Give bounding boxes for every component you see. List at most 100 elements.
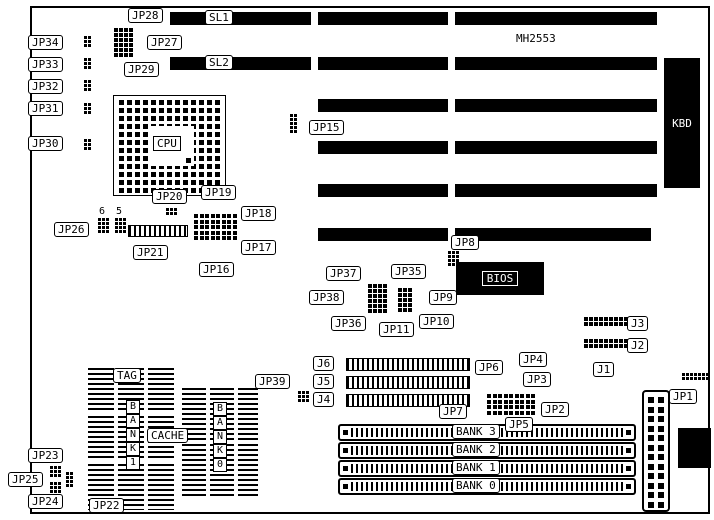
- label-jp7: JP7: [439, 404, 467, 419]
- label-jp36: JP36: [331, 316, 366, 331]
- bank0-vertical-letter: K: [213, 444, 227, 458]
- jp1-jumper: [682, 373, 709, 380]
- slot-bar: [318, 228, 448, 241]
- bios-label: BIOS: [481, 271, 519, 286]
- jp26-pin6-number: 6: [99, 206, 106, 217]
- label-tag: TAG: [113, 368, 141, 383]
- sram-chip: [148, 368, 174, 412]
- label-jp22: JP22: [89, 498, 124, 513]
- label-jp20: JP20: [152, 189, 187, 204]
- label-jp38: JP38: [309, 290, 344, 305]
- jp26-jumper-5: [115, 218, 126, 233]
- label-jp34: JP34: [28, 35, 63, 50]
- label-j1: J1: [593, 362, 615, 377]
- bios-chip: BIOS: [456, 262, 544, 295]
- slot-bar: [318, 141, 448, 154]
- label-jp33: JP33: [28, 57, 63, 72]
- label-jp17: JP17: [241, 240, 276, 255]
- j1-edge-connector: [642, 390, 670, 512]
- board-model: MH2553: [516, 32, 556, 45]
- label-jp10: JP10: [419, 314, 454, 329]
- jp15-jumper: [290, 114, 297, 133]
- cpu-socket: CPU: [113, 95, 226, 196]
- slot-bar: [318, 99, 448, 112]
- label-j3: J3: [627, 316, 649, 331]
- label-jp4: JP4: [519, 352, 547, 367]
- label-jp11: JP11: [379, 322, 414, 337]
- label-jp3: JP3: [523, 372, 551, 387]
- bank1-vertical-letter: B: [126, 400, 140, 414]
- slot-bar: [318, 12, 448, 25]
- label-j6: J6: [313, 356, 335, 371]
- label-jp30: JP30: [28, 136, 63, 151]
- sram-chip: [238, 444, 258, 498]
- jp25-jumper: [50, 482, 61, 493]
- sram-chip: [88, 368, 114, 412]
- bank1-vertical-letter: K: [126, 442, 140, 456]
- slot-bar: [170, 12, 311, 25]
- jp30-jumper: [84, 139, 91, 150]
- label-jp27: JP27: [147, 35, 182, 50]
- jp16-jp19-jumper-block: [194, 214, 237, 240]
- j1-pin-grid: [648, 397, 664, 508]
- j6-header: [346, 358, 470, 371]
- jp26-pin5-number: 5: [116, 206, 123, 217]
- jp26-jumper-6: [98, 218, 109, 233]
- label-jp37: JP37: [326, 266, 361, 281]
- jp2-jp7-jumper-block: [487, 394, 535, 415]
- bank1-vertical-letter: A: [126, 414, 140, 428]
- label-jp19: JP19: [201, 185, 236, 200]
- label-jp35: JP35: [391, 264, 426, 279]
- label-j2: J2: [627, 338, 649, 353]
- bank0-vertical-letter: B: [213, 402, 227, 416]
- jp33-jumper: [84, 58, 91, 69]
- jp34-jumper: [84, 36, 91, 47]
- label-bank3: BANK 3: [452, 424, 500, 439]
- label-jp24: JP24: [28, 494, 63, 509]
- keyboard-connector: KBD: [664, 58, 700, 188]
- jp31-jumper: [84, 103, 91, 114]
- label-jp29: JP29: [124, 62, 159, 77]
- jp32-jumper: [84, 80, 91, 91]
- jp23-jumper: [50, 466, 61, 477]
- slot-bar: [455, 12, 657, 25]
- slot-bar: [455, 99, 657, 112]
- bank1-vertical-letter: 1: [126, 456, 140, 470]
- slot-bar: [455, 57, 657, 70]
- label-jp31: JP31: [28, 101, 63, 116]
- label-jp23: JP23: [28, 448, 63, 463]
- jp8-jumper: [448, 251, 459, 266]
- label-jp6: JP6: [475, 360, 503, 375]
- cpu-label: CPU: [153, 136, 181, 151]
- bank0-vertical-letter: A: [213, 416, 227, 430]
- j5-header: [346, 376, 470, 389]
- j4-header: [346, 394, 470, 407]
- slot-bar: [455, 228, 651, 241]
- label-jp25: JP25: [8, 472, 43, 487]
- slot-bar: [455, 184, 657, 197]
- label-j4: J4: [313, 392, 335, 407]
- j2-header: [584, 339, 628, 348]
- jp24-jumper: [66, 472, 73, 487]
- label-jp8: JP8: [451, 235, 479, 250]
- jp9-jp11-jumper-block: [398, 288, 412, 312]
- kbd-label: KBD: [672, 116, 692, 130]
- label-bank0: BANK 0: [452, 478, 500, 493]
- jp39-jumper: [298, 391, 309, 402]
- label-jp26: JP26: [54, 222, 89, 237]
- label-jp28: JP28: [128, 8, 163, 23]
- jp28-jumper-block: [114, 28, 133, 57]
- label-jp32: JP32: [28, 79, 63, 94]
- label-jp2: JP2: [541, 402, 569, 417]
- label-jp39: JP39: [255, 374, 290, 389]
- jp21-header: [128, 225, 188, 237]
- label-jp5: JP5: [505, 417, 533, 432]
- sram-chip: [182, 444, 206, 498]
- cpu-socket-center: CPU: [148, 126, 194, 166]
- bank0-vertical-letter: N: [213, 430, 227, 444]
- label-j5: J5: [313, 374, 335, 389]
- label-jp16: JP16: [199, 262, 234, 277]
- label-bank1: BANK 1: [452, 460, 500, 475]
- bank0-vertical-letter: 0: [213, 458, 227, 472]
